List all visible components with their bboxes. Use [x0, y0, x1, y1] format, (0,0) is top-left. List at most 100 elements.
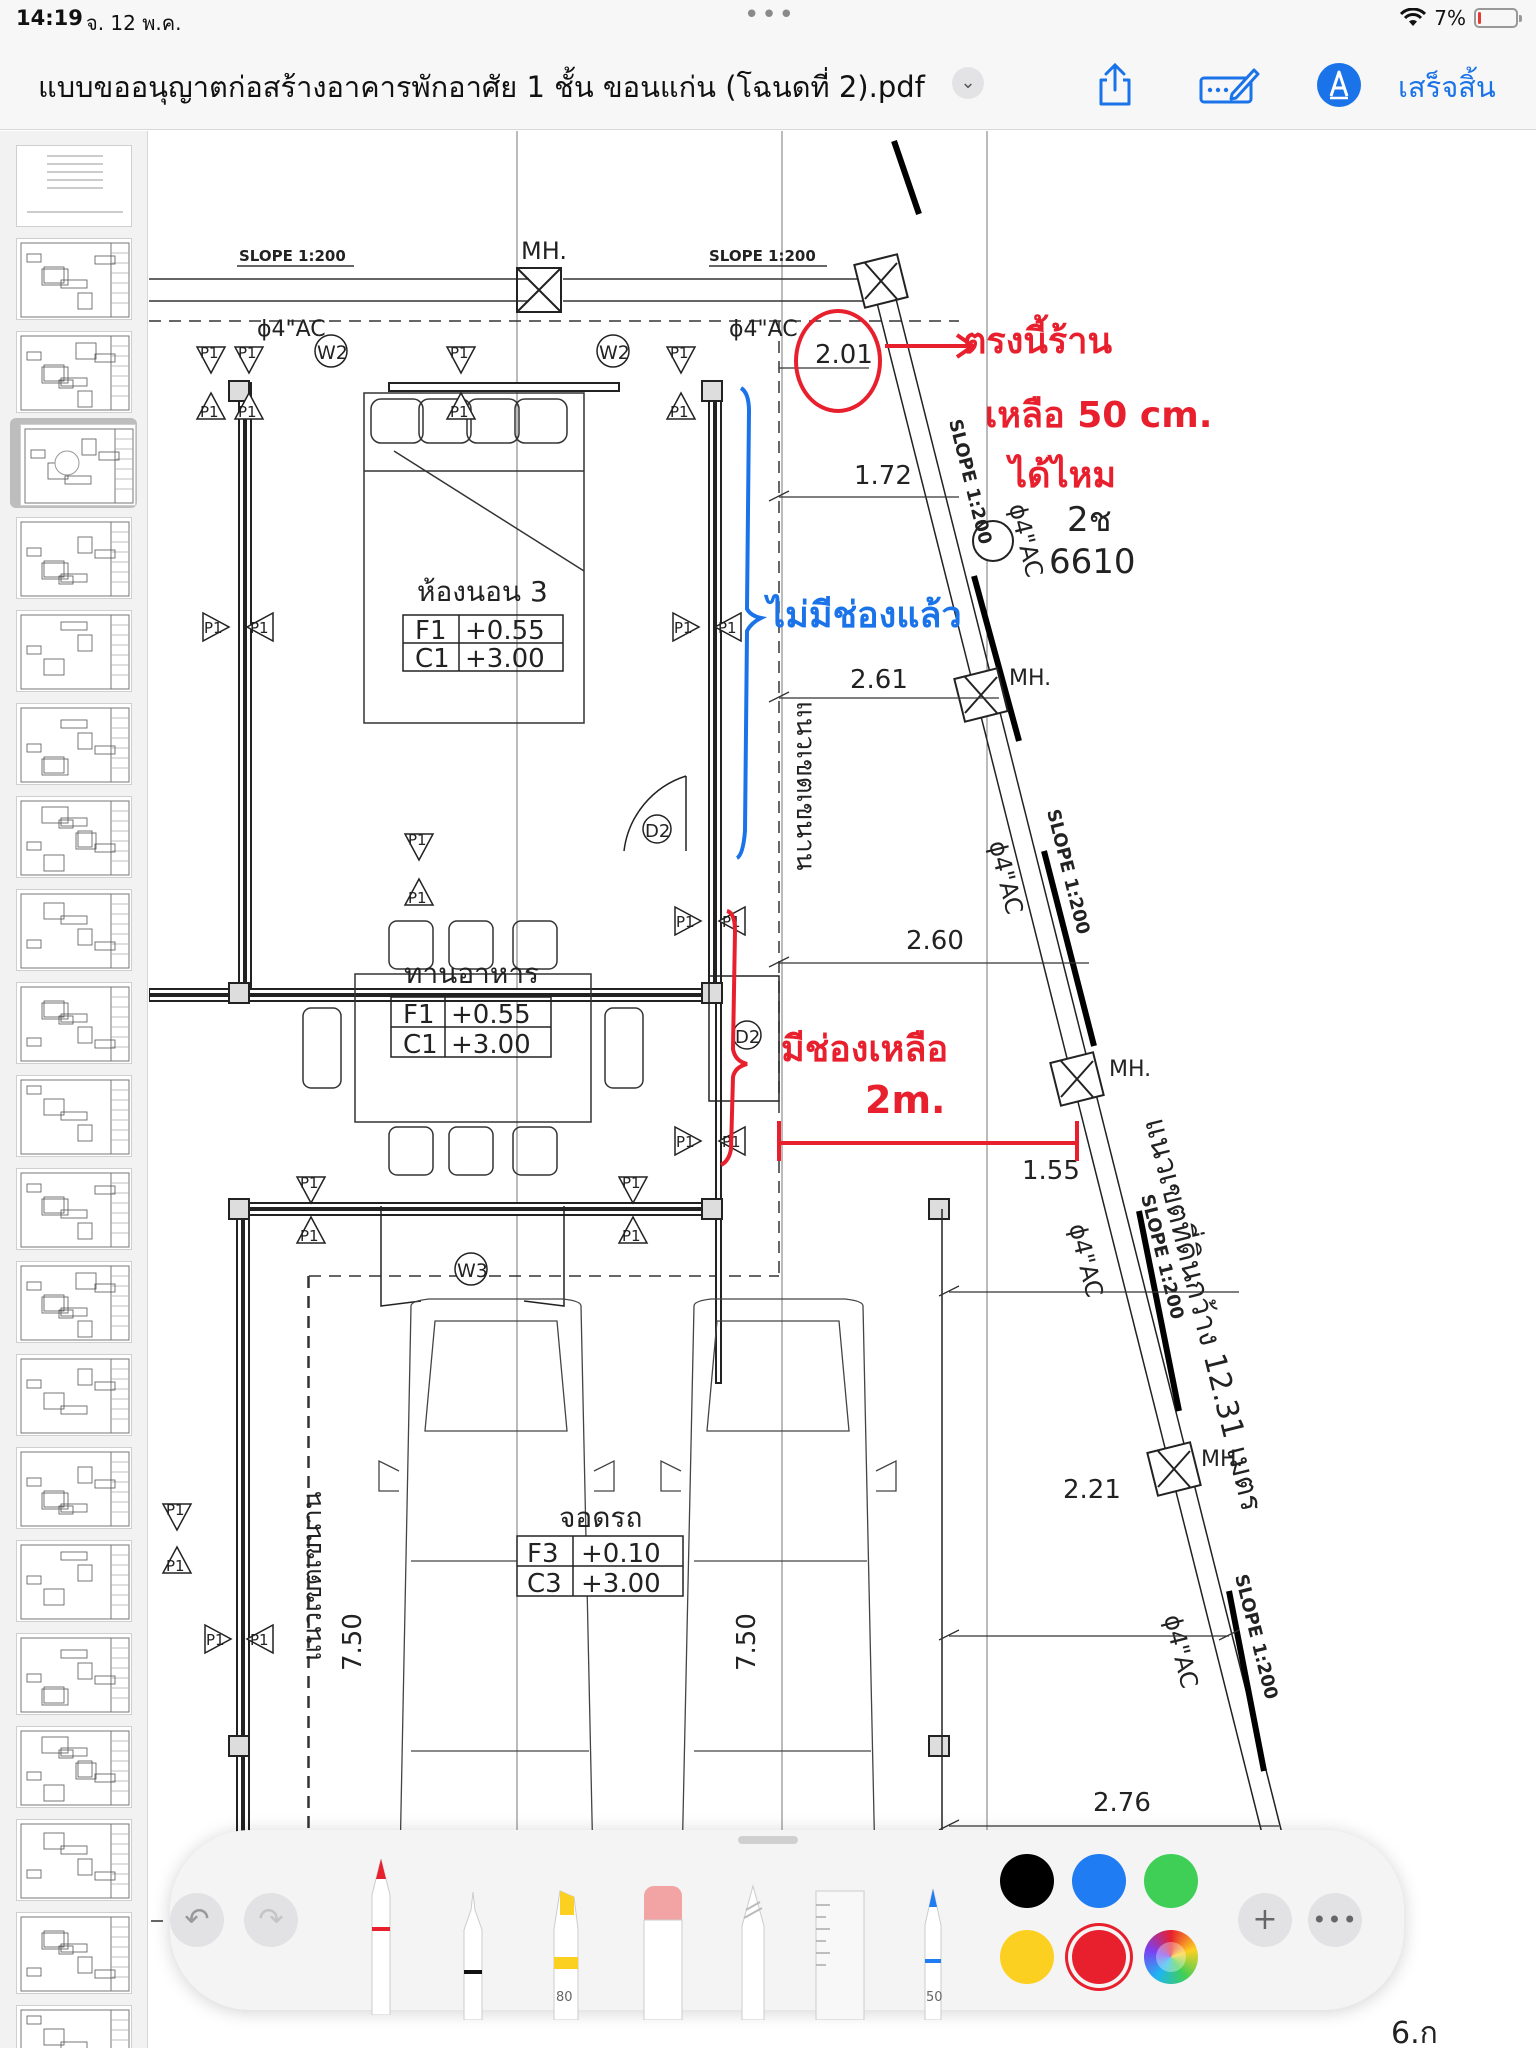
p1-label: P1 — [622, 1227, 641, 1245]
multitask-dots-icon[interactable]: ••• — [744, 0, 797, 30]
eraser-icon[interactable] — [636, 1880, 690, 2020]
p1-label: P1 — [250, 1631, 269, 1649]
fineliner-icon[interactable] — [448, 1890, 498, 2020]
p1-marker — [403, 833, 435, 862]
carport-ceiling-value: +3.00 — [581, 1569, 661, 1599]
markup-pen-icon[interactable] — [1314, 60, 1364, 110]
page-thumbnail[interactable] — [16, 1447, 132, 1529]
page-thumbnail[interactable] — [16, 2005, 132, 2048]
title-bar: แบบขออนุญาตก่อสร้างอาคารพักอาศัย 1 ชั้น … — [0, 38, 1536, 130]
red-note-1: ตรงนี้ร้าน — [963, 314, 1112, 362]
mh-b-label: MH. — [1109, 1057, 1151, 1082]
dining-table — [302, 920, 644, 1176]
page-thumbnail[interactable] — [16, 1726, 132, 1808]
slope-side-1: SLOPE 1:200 — [944, 417, 995, 546]
more-icon[interactable]: ••• — [1308, 1893, 1362, 1947]
carport-floor: F3 — [527, 1539, 559, 1569]
p1-marker — [665, 346, 697, 375]
bedroom-floor-value: +0.55 — [465, 616, 545, 646]
p1-marker — [233, 391, 265, 420]
lasso-icon[interactable] — [728, 1880, 778, 2020]
pen-icon[interactable] — [356, 1855, 406, 2015]
p1-marker — [204, 1623, 233, 1655]
p1-label: P1 — [674, 619, 693, 637]
dim-172: 1.72 — [854, 461, 912, 491]
page-thumbnail[interactable] — [16, 1633, 132, 1715]
color-swatch-black[interactable] — [1000, 1854, 1054, 1908]
form-fill-icon[interactable] — [1198, 60, 1260, 110]
color-wheel-icon[interactable] — [1144, 1930, 1198, 1984]
thumbnail-preview — [27, 155, 123, 213]
page-thumbnail[interactable] — [16, 1819, 132, 1901]
color-swatch-blue[interactable] — [1072, 1854, 1126, 1908]
thumbnail-preview — [20, 521, 130, 597]
page-thumbnail[interactable] — [16, 796, 132, 878]
dim-221: 2.21 — [1063, 1475, 1121, 1505]
page-thumbnail[interactable] — [20, 424, 136, 506]
share-icon[interactable] — [1090, 60, 1140, 110]
document-title[interactable]: แบบขออนุญาตก่อสร้างอาคารพักอาศัย 1 ชั้น … — [38, 70, 925, 104]
thumbnail-preview — [20, 335, 130, 411]
page-thumbnail[interactable] — [16, 238, 132, 320]
pipe-top-left-label: ϕ4"AC — [257, 317, 326, 342]
p1-marker — [202, 611, 231, 643]
p1-marker — [713, 611, 742, 643]
done-button[interactable]: เสร็จสิ้น — [1398, 70, 1496, 104]
page-thumbnail[interactable] — [16, 517, 132, 599]
pdf-page-canvas[interactable]: MH. SLOPE 1:200 SLOPE 1:200 ϕ4"AC ϕ4"AC — [149, 131, 1536, 2048]
undo-icon[interactable]: ↶ — [170, 1893, 224, 1947]
add-icon[interactable]: + — [1238, 1893, 1292, 1947]
p1-marker — [233, 346, 265, 375]
p1-marker — [245, 611, 274, 643]
window-w3: W3 — [457, 1260, 488, 1282]
dining-ceiling: C1 — [403, 1030, 438, 1060]
highlighter-icon[interactable] — [540, 1885, 592, 2020]
p1-label: P1 — [300, 1174, 319, 1192]
dim-155: 1.55 — [1022, 1156, 1080, 1186]
dining-floor: F1 — [403, 1000, 435, 1030]
color-swatch-yellow[interactable] — [1000, 1930, 1054, 1984]
lot-code: 6610 — [1049, 542, 1136, 582]
pencil-icon[interactable] — [908, 1885, 958, 2020]
page-thumbnail[interactable] — [16, 1168, 132, 1250]
p1-marker — [403, 877, 435, 906]
thumbnail-preview — [20, 800, 130, 876]
p1-label: P1 — [238, 344, 257, 362]
page-thumbnail[interactable] — [16, 1354, 132, 1436]
page-thumbnail[interactable] — [16, 1261, 132, 1343]
p1-label: P1 — [250, 619, 269, 637]
redo-icon[interactable]: ↷ — [244, 1893, 298, 1947]
red-note-2: เหลือ 50 cm. — [985, 395, 1212, 436]
page-thumbnails-sidebar[interactable] — [0, 131, 148, 2048]
chevron-down-icon[interactable]: ⌄ — [952, 67, 984, 99]
window-w2-left: W2 — [317, 342, 348, 364]
battery-percent: 7% — [1434, 6, 1466, 30]
red-bracket-annotation — [719, 909, 748, 1167]
page-thumbnail[interactable] — [16, 145, 132, 227]
page-thumbnail[interactable] — [16, 610, 132, 692]
p1-marker — [445, 346, 477, 375]
status-date: จ. 12 พ.ค. — [86, 11, 182, 35]
p1-label: P1 — [200, 403, 219, 421]
toolbar-grabber[interactable] — [738, 1836, 798, 1844]
thumbnail-preview — [20, 1358, 130, 1434]
p1-marker — [665, 391, 697, 420]
page-thumbnail[interactable] — [16, 1540, 132, 1622]
page-thumbnail[interactable] — [16, 889, 132, 971]
page-thumbnail[interactable] — [16, 982, 132, 1064]
color-swatch-red[interactable] — [1072, 1930, 1126, 1984]
thumbnail-preview — [20, 1916, 130, 1992]
thumbnail-preview — [20, 1730, 130, 1806]
page-thumbnail[interactable] — [16, 1912, 132, 1994]
p1-label: P1 — [676, 913, 695, 931]
lot-number: 2ช — [1067, 500, 1112, 540]
page-thumbnail[interactable] — [16, 1075, 132, 1157]
mh-top-label: MH. — [521, 237, 567, 265]
car-left — [378, 1298, 615, 1912]
ruler-icon[interactable] — [810, 1885, 870, 2020]
blue-bracket-annotation — [735, 386, 768, 860]
page-thumbnail[interactable] — [16, 331, 132, 413]
page-thumbnail[interactable] — [16, 703, 132, 785]
color-swatch-green[interactable] — [1144, 1854, 1198, 1908]
thumbnail-preview — [20, 707, 130, 783]
